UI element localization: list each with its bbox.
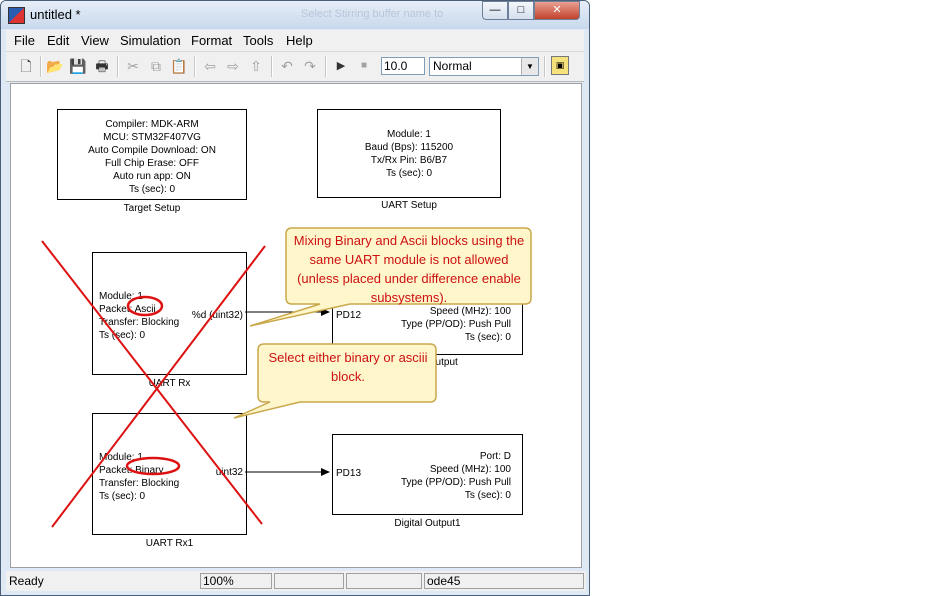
cross-out-line (41, 240, 263, 525)
uart-setup-caption[interactable]: UART Setup (381, 200, 437, 211)
menu-edit[interactable]: Edit (47, 33, 70, 48)
menu-bar: File Edit View Simulation Format Tools H… (6, 30, 584, 52)
open-icon[interactable]: 📂 (46, 58, 64, 74)
toolbar: 🗋 📂 💾 🖶 ✂ ⧉ 📋 ⇦ ⇨ ⇧ ↶ ↷ ▶ ■ 10.0 Normal … (6, 52, 584, 82)
library-browser-icon[interactable]: ▣ (551, 56, 569, 75)
status-bar: Ready 100% ode45 (6, 571, 586, 591)
save-icon[interactable]: 💾 (69, 58, 87, 74)
uart-rx1-caption[interactable]: UART Rx1 (145, 538, 194, 549)
block-param: Ts (sec): 0 (99, 491, 146, 502)
block-param: Ts (sec): 0 (385, 168, 433, 179)
paste-icon[interactable]: 📋 (170, 58, 188, 74)
simulink-window: untitled * Select Stirring buffer name t… (0, 0, 590, 596)
title-bar[interactable]: untitled * Select Stirring buffer name t… (1, 1, 589, 29)
block-param: Module: 1 (99, 291, 143, 302)
callout-mixing-text: Mixing Binary and Ascii blocks using the… (293, 233, 525, 305)
block-param: Type (PP/OD): Push Pull (400, 477, 511, 488)
block-param: Baud (Bps): 115200 (364, 142, 454, 153)
uart-rx-caption[interactable]: UART Rx (148, 378, 191, 389)
block-param: Type (PP/OD): Push Pull (400, 319, 511, 330)
menu-view[interactable]: View (81, 33, 109, 48)
output-port-label[interactable]: uint32 (215, 467, 243, 478)
block-param: Tx/Rx Pin: B6/B7 (370, 155, 448, 166)
chevron-down-icon[interactable]: ▼ (521, 58, 538, 75)
new-icon[interactable]: 🗋 (20, 58, 32, 74)
block-param: Compiler: MDK-ARM (105, 119, 199, 130)
toolbar-separator (325, 56, 327, 77)
stop-icon[interactable]: ■ (360, 60, 368, 71)
binary-highlight-ellipse (125, 456, 181, 476)
stop-time-input[interactable]: 10.0 (381, 57, 425, 75)
menu-simulation[interactable]: Simulation (120, 33, 181, 48)
up-icon[interactable]: ⇧ (250, 58, 262, 74)
callout-select-shape (233, 343, 437, 419)
minimize-icon: — (489, 4, 501, 16)
block-param: Auto run app: ON (113, 171, 191, 182)
menu-format[interactable]: Format (191, 33, 233, 48)
output-port-label[interactable]: %d (uint32) (191, 310, 243, 321)
status-cell (274, 573, 344, 589)
print-icon[interactable]: 🖶 (95, 58, 109, 74)
toolbar-separator (40, 56, 42, 77)
play-icon[interactable]: ▶ (336, 60, 346, 72)
minimize-button[interactable]: — (482, 1, 508, 20)
block-param: Port: D (479, 451, 511, 462)
block-param: Transfer: Blocking (99, 317, 180, 328)
signal-line[interactable] (245, 468, 330, 476)
input-port-label[interactable]: PD12 (336, 310, 362, 321)
forward-icon[interactable]: ⇨ (227, 58, 239, 74)
ascii-highlight-ellipse (126, 295, 164, 317)
block-param: Module: 1 (99, 452, 143, 463)
menu-tools[interactable]: Tools (243, 33, 274, 48)
block-param: Module: 1 (387, 129, 431, 140)
copy-icon[interactable]: ⧉ (151, 58, 161, 74)
redo-icon[interactable]: ↷ (304, 58, 316, 74)
solver-name: ode45 (424, 573, 584, 589)
block-param: Ts (sec): 0 (99, 330, 146, 341)
simulink-app-icon[interactable] (8, 7, 25, 24)
zoom-level: 100% (200, 573, 272, 589)
cut-icon[interactable]: ✂ (127, 58, 139, 74)
callout-mixing-shape (249, 227, 532, 327)
digital-output1-caption[interactable]: Digital Output1 (394, 518, 461, 529)
digital-output1-block[interactable]: PD13 Port: D Speed (MHz): 100 Type (PP/O… (332, 434, 523, 515)
close-icon: ✕ (552, 4, 562, 16)
maximize-icon: □ (517, 4, 525, 16)
input-port-label[interactable]: PD13 (336, 468, 362, 479)
block-param: Ts (sec): 0 (464, 490, 511, 501)
block-param: Speed (MHz): 100 (429, 464, 511, 475)
cross-out-line (51, 245, 266, 528)
toolbar-separator (117, 56, 119, 77)
block-param: Ts (sec): 0 (128, 184, 176, 195)
toolbar-separator (271, 56, 273, 77)
simulation-mode-value: Normal (433, 59, 472, 73)
menu-help[interactable]: Help (286, 33, 313, 48)
block-param: Full Chip Erase: OFF (105, 158, 199, 169)
block-param: Speed (MHz): 100 (429, 306, 511, 317)
status-text: Ready (9, 574, 44, 588)
model-canvas[interactable]: Compiler: MDK-ARM MCU: STM32F407VG Auto … (10, 83, 582, 568)
toolbar-separator (194, 56, 196, 77)
block-param: Transfer: Blocking (99, 478, 180, 489)
target-setup-block[interactable]: Compiler: MDK-ARM MCU: STM32F407VG Auto … (57, 109, 247, 200)
target-setup-caption[interactable]: Target Setup (123, 203, 181, 214)
close-button[interactable]: ✕ (534, 1, 580, 20)
undo-icon[interactable]: ↶ (281, 58, 293, 74)
block-param: MCU: STM32F407VG (103, 132, 201, 143)
simulation-mode-select[interactable]: Normal ▼ (429, 57, 539, 76)
uart-rx-block[interactable]: Module: 1 Packet: Ascii Transfer: Blocki… (92, 252, 247, 375)
block-param: Packet: Ascii (99, 304, 156, 315)
back-icon[interactable]: ⇦ (204, 58, 216, 74)
block-param: Ts (sec): 0 (464, 332, 511, 343)
maximize-button[interactable]: □ (508, 1, 534, 20)
uart-setup-block[interactable]: Module: 1 Baud (Bps): 115200 Tx/Rx Pin: … (317, 109, 501, 198)
toolbar-separator (544, 56, 546, 77)
status-cell (346, 573, 422, 589)
block-param: Auto Compile Download: ON (88, 145, 216, 156)
callout-select-text: Select either binary or asciii block. (268, 350, 428, 384)
window-title: untitled * (30, 7, 81, 22)
menu-file[interactable]: File (14, 33, 35, 48)
background-window-title: Select Stirring buffer name to (301, 8, 444, 20)
